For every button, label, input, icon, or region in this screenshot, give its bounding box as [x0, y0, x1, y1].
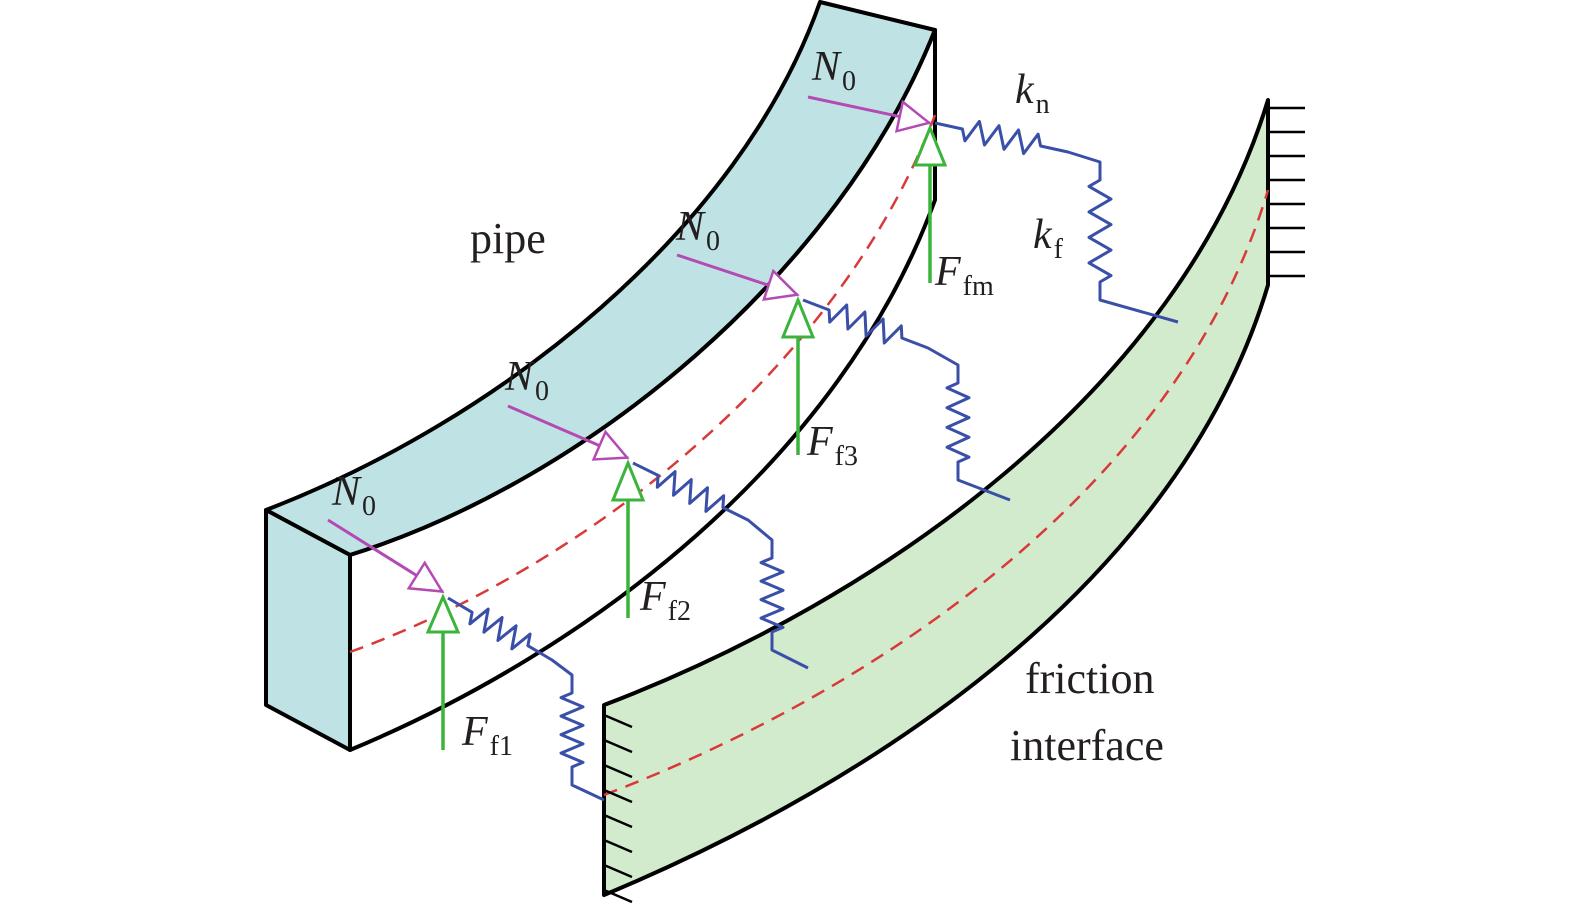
- friction-interface-plate: [602, 98, 1305, 904]
- friction-label: friction: [1025, 654, 1155, 703]
- friction-force-arrow-3: [780, 296, 816, 455]
- normal-force-arrow-4: [807, 95, 932, 133]
- normal-force-arrow-2: [507, 404, 630, 461]
- spring-assemblies: [447, 119, 1179, 802]
- normal-force-label-3: N0: [675, 204, 720, 257]
- spring-assembly-4: [934, 119, 1179, 324]
- normal-force-label-2: N0: [504, 354, 549, 407]
- friction-force-arrow-4: [912, 124, 948, 283]
- normal-force-arrow-1: [327, 518, 445, 594]
- interface-label: interface: [1010, 721, 1164, 770]
- friction-force-label-4: Ffm: [934, 249, 994, 302]
- normal-force-arrow-3: [676, 253, 800, 302]
- friction-force-label-2: Ff2: [639, 574, 691, 627]
- friction-force-arrow-1: [425, 593, 461, 750]
- friction-force-arrows: [425, 124, 948, 750]
- normal-force-labels: N0 N0 N0 N0: [331, 44, 856, 522]
- friction-force-label-3: Ff3: [806, 419, 858, 472]
- pipe-body: [264, 0, 937, 752]
- pipe-centerline: [349, 114, 937, 654]
- pipe-end-face: [264, 508, 352, 752]
- normal-force-label-1: N0: [331, 469, 376, 522]
- pipe-front-face: [348, 28, 937, 752]
- friction-force-labels: Ff1 Ff2 Ff3 Ffm: [461, 249, 994, 762]
- normal-stiffness-label: kn: [1015, 67, 1050, 120]
- ground-hatch-right: [1268, 106, 1305, 278]
- spring-assembly-3: [802, 298, 1011, 502]
- spring-assembly-1: [447, 596, 605, 802]
- spring-assembly-2: [632, 461, 809, 670]
- friction-force-label-1: Ff1: [461, 709, 513, 762]
- friction-force-arrow-2: [610, 459, 646, 618]
- normal-force-arrows: [327, 95, 932, 594]
- friction-stiffness-label: kf: [1033, 212, 1064, 265]
- normal-force-label-4: N0: [811, 44, 856, 97]
- ground-hatch-left: [603, 713, 633, 904]
- pipe-label: pipe: [470, 214, 546, 263]
- interface-centerline: [603, 189, 1270, 797]
- interface-face: [602, 98, 1270, 897]
